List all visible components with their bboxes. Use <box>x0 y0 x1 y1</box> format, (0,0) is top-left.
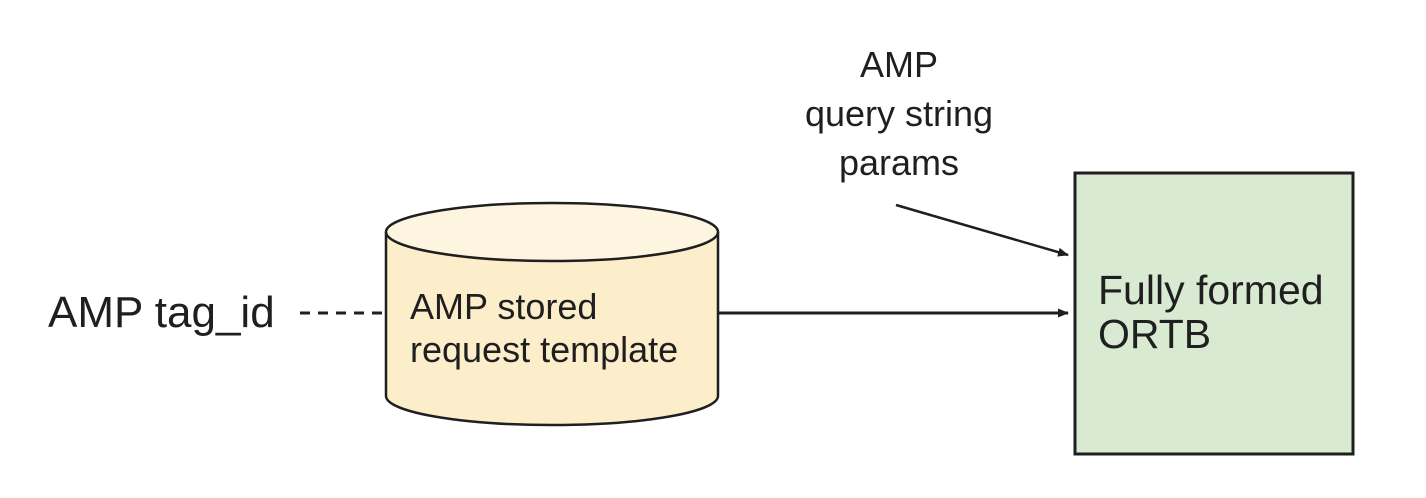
cylinder-top <box>384 201 720 263</box>
tagid-label: AMP tag_id <box>48 288 275 338</box>
db-label-line2: request template <box>410 329 679 370</box>
ortb-label-line1: Fully formed <box>1098 267 1324 313</box>
query-params-line1: AMP <box>859 44 938 85</box>
connector-params-to-ortb <box>895 203 1069 257</box>
query-params-line2: query string <box>804 93 994 134</box>
cylinder-body <box>386 232 718 425</box>
tagid-label-text: AMP tag_id <box>48 288 275 337</box>
query-params-line3: params <box>838 142 960 183</box>
cylinder-body-outline <box>384 232 720 427</box>
stored-request-db-cylinder <box>384 201 720 427</box>
ortb-box-label: Fully formed ORTB <box>1098 268 1324 356</box>
db-label-line1: AMP stored <box>410 286 598 327</box>
stored-request-db-label: AMP stored request template <box>410 285 678 371</box>
ortb-box <box>1073 171 1355 456</box>
ortb-label-line2: ORTB <box>1098 311 1212 357</box>
query-params-label: AMP query string params <box>770 40 1028 187</box>
